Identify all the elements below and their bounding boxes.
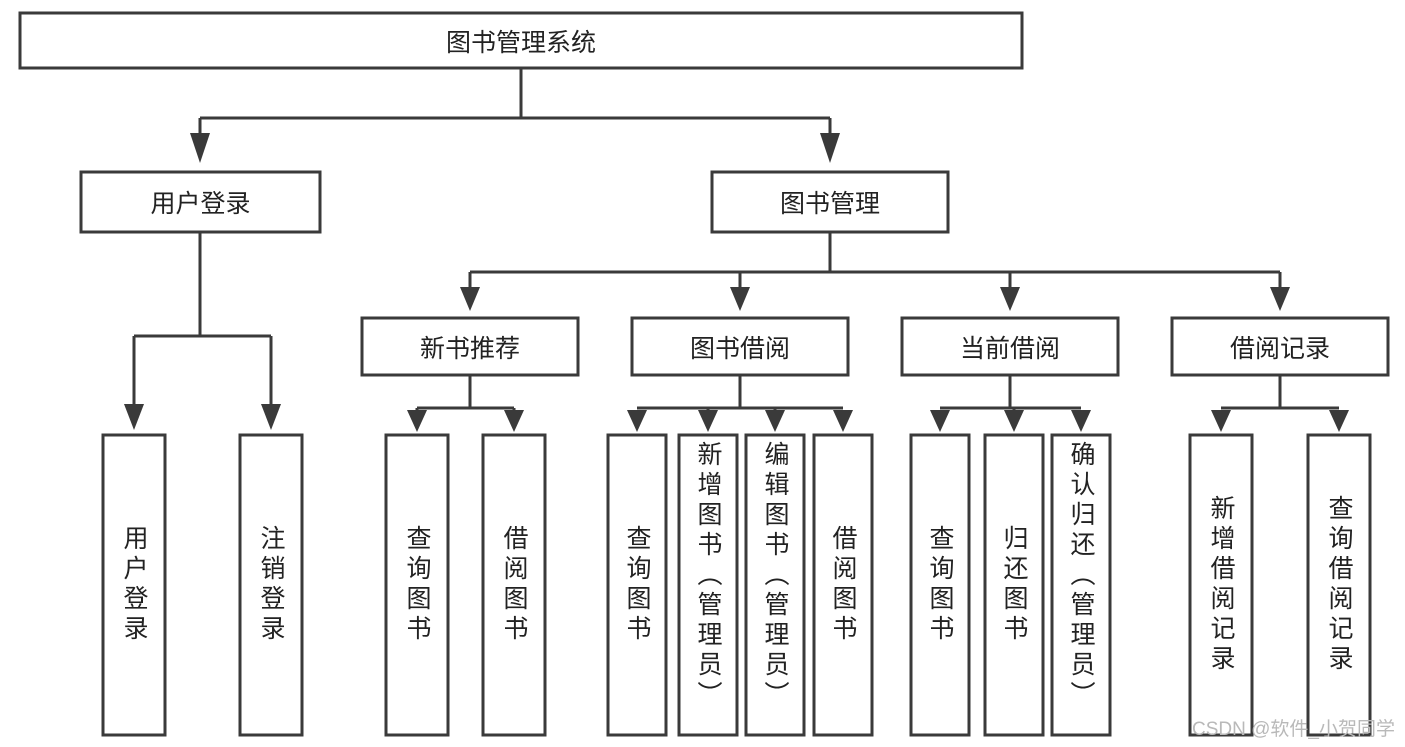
- leaf-box-borrow-book-rec[interactable]: [481, 433, 547, 737]
- arrowhead-leaf-borrow-book-rec: [504, 410, 524, 432]
- connector-group-current-borrow: [930, 375, 1091, 432]
- connector-group-book-manage: [460, 232, 1290, 311]
- leaf-box-add-record[interactable]: [1188, 433, 1254, 737]
- leaf-box-query-record[interactable]: [1306, 433, 1372, 737]
- leaf-box-query-book-cb[interactable]: [909, 433, 971, 737]
- arrowhead-leaf-edit-book: [765, 410, 785, 432]
- node-box-book-borrow[interactable]: [630, 316, 850, 377]
- node-box-new-book-rec[interactable]: [360, 316, 580, 377]
- arrowhead-borrow-record: [1270, 287, 1290, 311]
- leaf-box-return-book[interactable]: [983, 433, 1045, 737]
- arrowhead-leaf-user-login: [124, 404, 144, 430]
- arrowhead-book-borrow: [730, 287, 750, 311]
- arrowhead-leaf-add-record: [1211, 410, 1231, 432]
- leaf-box-query-book-bb[interactable]: [606, 433, 668, 737]
- leaf-box-query-book-rec[interactable]: [384, 433, 450, 737]
- node-box-root[interactable]: [18, 11, 1024, 70]
- arrowhead-leaf-logout: [261, 404, 281, 430]
- arrowhead-user-login: [190, 133, 210, 163]
- node-box-borrow-record[interactable]: [1170, 316, 1390, 377]
- leaf-box-confirm-return[interactable]: [1050, 433, 1112, 737]
- arrowhead-leaf-query-book-cb: [930, 410, 950, 432]
- arrowhead-leaf-add-book: [698, 410, 718, 432]
- arrowhead-leaf-query-record: [1329, 410, 1349, 432]
- arrowhead-leaf-borrow-book-bb: [833, 410, 853, 432]
- node-box-current-borrow[interactable]: [900, 316, 1120, 377]
- connector-group-book-borrow: [627, 375, 853, 432]
- leaf-box-edit-book[interactable]: [744, 433, 806, 737]
- arrowhead-leaf-query-book-bb: [627, 410, 647, 432]
- leaf-box-user-login[interactable]: [101, 433, 167, 737]
- node-box-user-login[interactable]: [79, 170, 322, 234]
- leaf-box-logout[interactable]: [238, 433, 304, 737]
- arrowhead-leaf-confirm-return: [1071, 410, 1091, 432]
- connector-group-borrow-record: [1211, 375, 1349, 432]
- node-box-book-manage[interactable]: [710, 170, 950, 234]
- leaf-box-borrow-book-bb[interactable]: [812, 433, 874, 737]
- connector-group-new-book-rec: [407, 375, 524, 432]
- connector-group-root: [190, 68, 840, 163]
- arrowhead-leaf-query-book-rec: [407, 410, 427, 432]
- arrowhead-current-borrow: [1000, 287, 1020, 311]
- connector-group-user-login: [124, 232, 281, 430]
- arrowhead-leaf-return-book: [1004, 410, 1024, 432]
- leaf-box-add-book[interactable]: [677, 433, 739, 737]
- arrowhead-new-book-rec: [460, 287, 480, 311]
- arrowhead-book-manage: [820, 133, 840, 163]
